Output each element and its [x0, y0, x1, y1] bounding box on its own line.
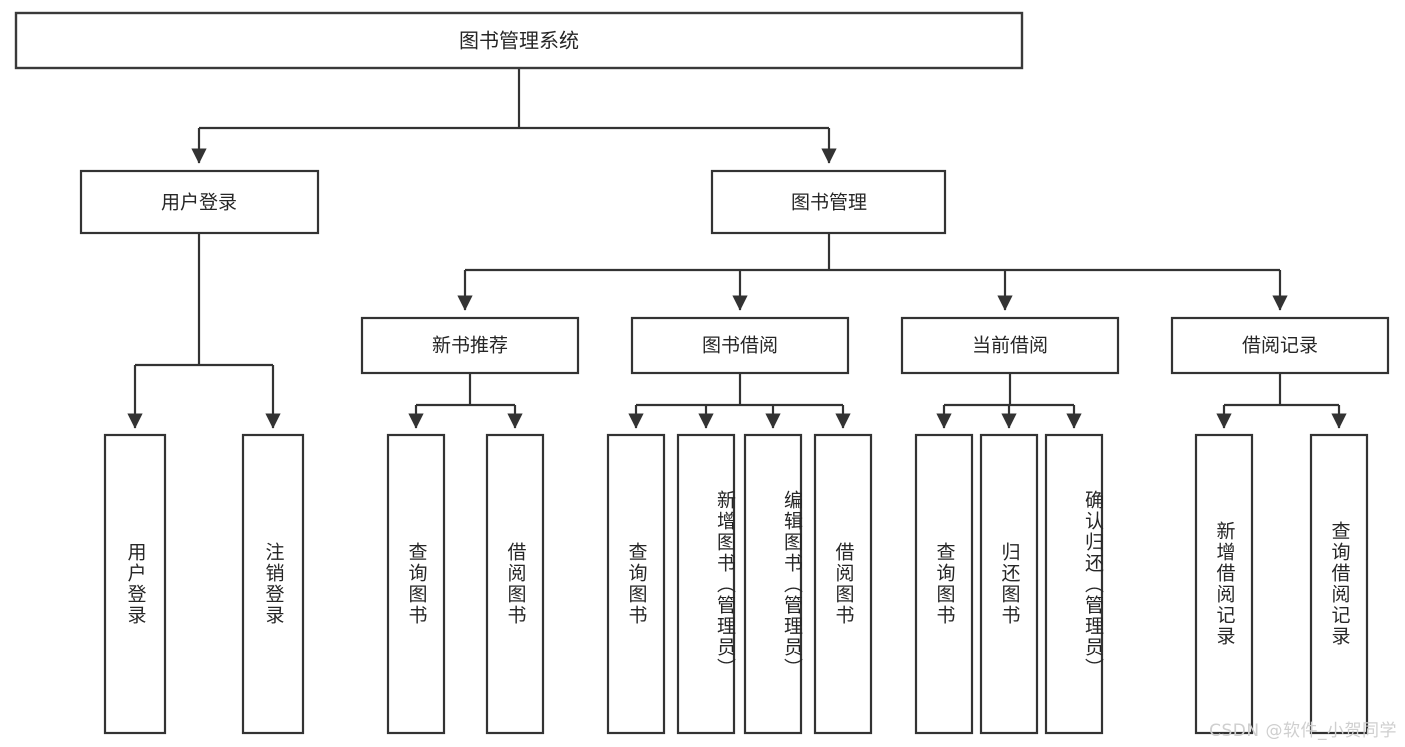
node-new-book-rec[interactable]: 新书推荐 [360, 316, 580, 375]
leaf-rect-edit-book-admin[interactable] [743, 433, 803, 735]
node-user-login[interactable]: 用户登录 [79, 169, 320, 235]
connector-group-root [191, 68, 837, 164]
connector-group-new-book-rec [408, 373, 523, 429]
leaf-rects [103, 433, 1369, 735]
connector-group-user-login [127, 233, 281, 429]
watermark-text: CSDN @软件_小贺同学 [1209, 721, 1397, 741]
node-current-borrow[interactable]: 当前借阅 [900, 316, 1120, 375]
node-user-login-rect[interactable] [79, 169, 320, 235]
node-borrow-record-label: 借阅记录 [1242, 335, 1318, 357]
node-book-manage[interactable]: 图书管理 [710, 169, 947, 235]
leaf-rect-query-book-cur[interactable] [914, 433, 974, 735]
node-new-book-rec-rect[interactable] [360, 316, 580, 375]
leaf-rect-confirm-return-admin[interactable] [1044, 433, 1104, 735]
leaf-rect-borrow-book-rec[interactable] [485, 433, 545, 735]
leaf-rect-user-login[interactable] [103, 433, 167, 735]
node-book-borrow-rect[interactable] [630, 316, 850, 375]
leaf-rect-add-book-admin[interactable] [676, 433, 736, 735]
connector-group-borrow-record [1216, 373, 1347, 429]
connector-group-book-borrow [628, 373, 851, 429]
leaf-rect-logout[interactable] [241, 433, 305, 735]
node-book-manage-label: 图书管理 [791, 192, 867, 214]
node-current-borrow-label: 当前借阅 [972, 335, 1048, 357]
node-borrow-record-rect[interactable] [1170, 316, 1390, 375]
leaf-rect-query-book-rec[interactable] [386, 433, 446, 735]
node-user-login-label: 用户登录 [161, 192, 237, 214]
leaf-rect-query-borrow-record[interactable] [1309, 433, 1369, 735]
node-borrow-record[interactable]: 借阅记录 [1170, 316, 1390, 375]
node-root-label: 图书管理系统 [459, 29, 579, 53]
node-book-manage-rect[interactable] [710, 169, 947, 235]
node-root[interactable]: 图书管理系统 [14, 11, 1024, 70]
leaf-rect-add-borrow-record[interactable] [1194, 433, 1254, 735]
node-book-borrow[interactable]: 图书借阅 [630, 316, 850, 375]
leaf-rect-query-book-borrow[interactable] [606, 433, 666, 735]
leaf-rect-return-book[interactable] [979, 433, 1039, 735]
connector-group-current-borrow [936, 373, 1082, 429]
leaf-rect-borrow-book[interactable] [813, 433, 873, 735]
node-book-borrow-label: 图书借阅 [702, 335, 778, 357]
node-current-borrow-rect[interactable] [900, 316, 1120, 375]
node-root-rect[interactable] [14, 11, 1024, 70]
node-new-book-rec-label: 新书推荐 [432, 335, 508, 357]
connector-group-book-manage [457, 233, 1288, 311]
